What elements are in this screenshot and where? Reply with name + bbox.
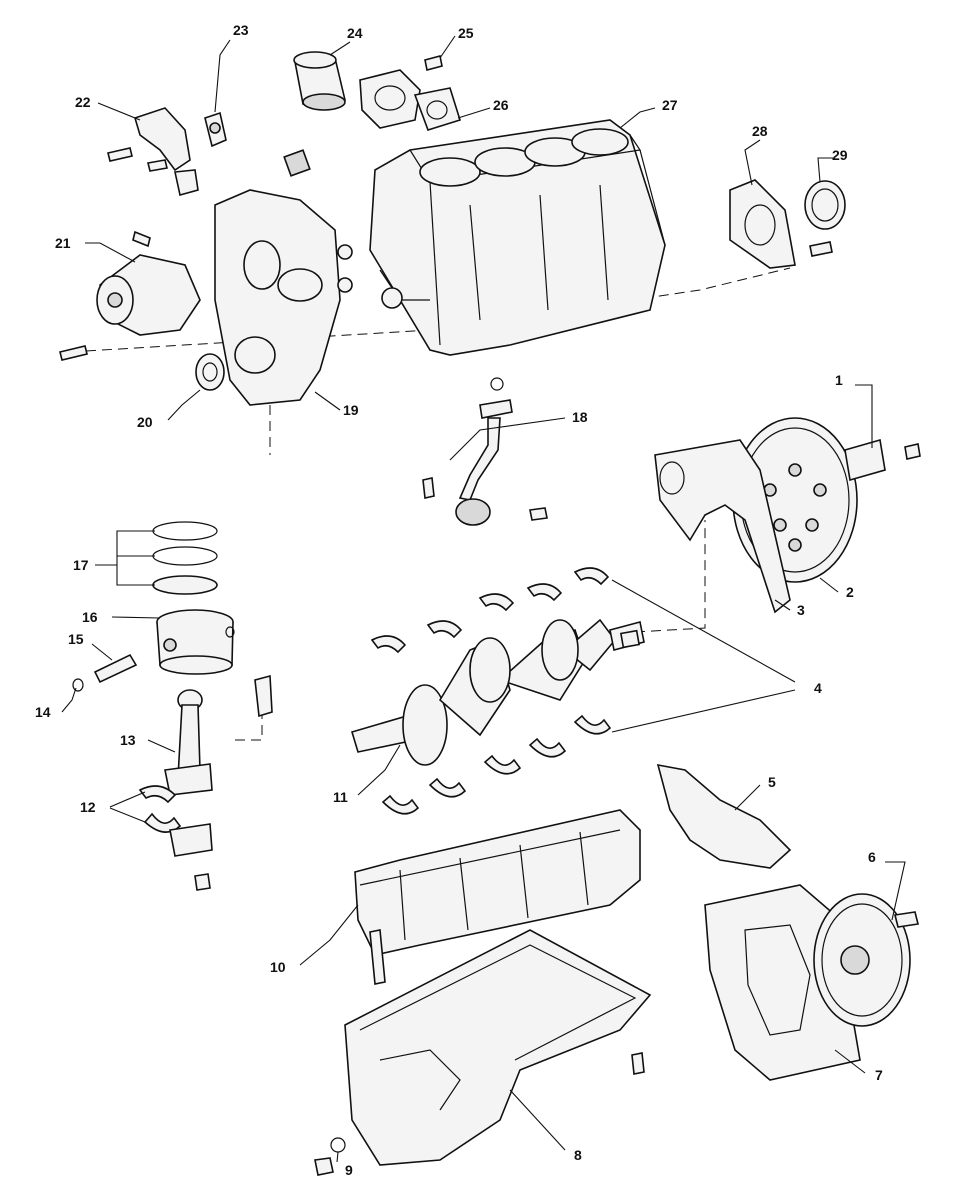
pin-clip bbox=[72, 626, 235, 692]
front-cover bbox=[214, 149, 353, 406]
callout-19: 19 bbox=[343, 402, 359, 418]
callout-9: 9 bbox=[345, 1162, 353, 1178]
oil-baffle bbox=[656, 763, 792, 869]
oil-filter bbox=[293, 51, 346, 111]
rod-bearings bbox=[138, 785, 213, 891]
piston-rings bbox=[152, 521, 218, 595]
bearing-cap-ladder bbox=[354, 809, 641, 985]
callout-26: 26 bbox=[493, 97, 509, 113]
callout-16: 16 bbox=[82, 609, 98, 625]
callout-1: 1 bbox=[835, 372, 843, 388]
rear-end-plate bbox=[654, 439, 791, 614]
callout-3: 3 bbox=[797, 602, 805, 618]
drain-plug bbox=[314, 1137, 346, 1176]
adapter-gasket bbox=[413, 87, 462, 131]
callout-23: 23 bbox=[233, 22, 249, 38]
callout-6: 6 bbox=[868, 849, 876, 865]
callout-10: 10 bbox=[270, 959, 286, 975]
rear-seal-retainer bbox=[729, 179, 833, 269]
connecting-rod bbox=[164, 674, 273, 796]
callout-25: 25 bbox=[458, 25, 474, 41]
oil-pickup bbox=[422, 377, 548, 526]
oil-filter-adapter bbox=[359, 55, 443, 129]
callout-12: 12 bbox=[80, 799, 96, 815]
oil-pan bbox=[344, 929, 652, 1166]
sender-unit bbox=[204, 111, 227, 148]
water-pump bbox=[59, 230, 201, 361]
callout-2: 2 bbox=[846, 584, 854, 600]
rear-oil-seal bbox=[804, 180, 846, 230]
callout-5: 5 bbox=[768, 774, 776, 790]
front-oil-seal bbox=[195, 353, 225, 391]
callout-13: 13 bbox=[120, 732, 136, 748]
callout-21: 21 bbox=[55, 235, 71, 251]
callout-22: 22 bbox=[75, 94, 91, 110]
callout-14: 14 bbox=[35, 704, 51, 720]
callout-29: 29 bbox=[832, 147, 848, 163]
callout-4: 4 bbox=[814, 680, 822, 696]
main-bearings bbox=[370, 567, 612, 815]
callout-7: 7 bbox=[875, 1067, 883, 1083]
callout-8: 8 bbox=[574, 1147, 582, 1163]
cylinder-block bbox=[369, 119, 666, 356]
piston-pin bbox=[93, 653, 138, 684]
callout-labels: 1 2 3 4 5 6 7 8 9 10 11 12 13 14 15 16 1… bbox=[35, 22, 883, 1178]
callout-28: 28 bbox=[752, 123, 768, 139]
callout-11: 11 bbox=[333, 789, 348, 805]
callout-17: 17 bbox=[73, 557, 89, 573]
water-outlet bbox=[107, 107, 199, 196]
crankshaft bbox=[351, 618, 645, 766]
drive-plate-assembly bbox=[704, 884, 919, 1081]
callout-18: 18 bbox=[572, 409, 588, 425]
callout-20: 20 bbox=[137, 414, 153, 430]
callout-15: 15 bbox=[68, 631, 84, 647]
callout-27: 27 bbox=[662, 97, 678, 113]
leader-lines bbox=[61, 35, 906, 1163]
callout-24: 24 bbox=[347, 25, 363, 41]
piston bbox=[156, 609, 234, 675]
